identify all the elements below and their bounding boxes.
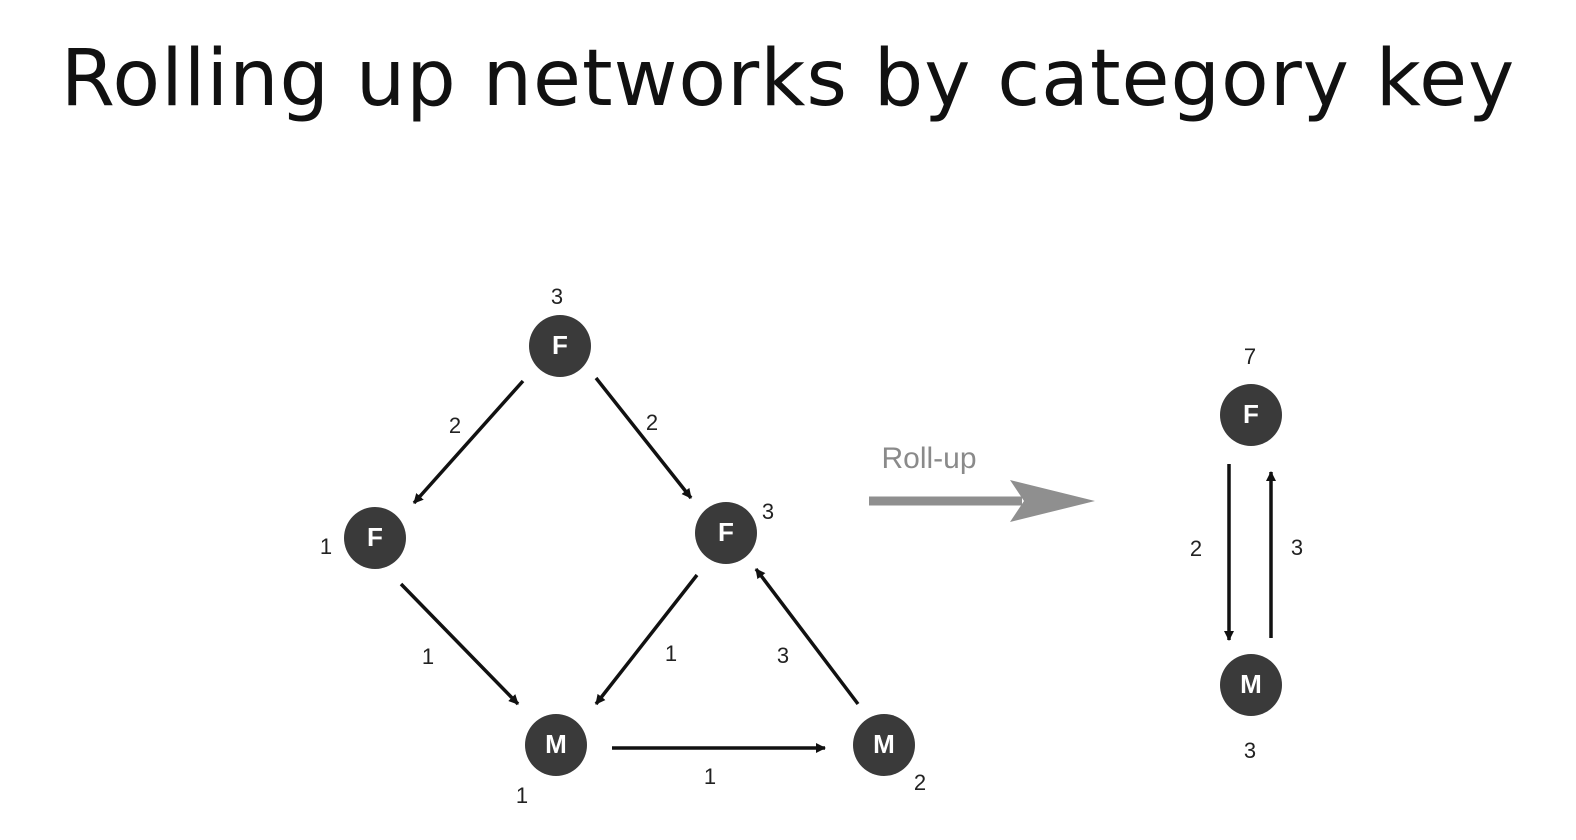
node-circle [525,714,587,776]
node-category-label: M [873,729,895,759]
node-category-label: M [1240,669,1262,699]
original-edge-weight-label: 2 [646,410,658,435]
node-circle [695,502,757,564]
node-weight-label: 1 [320,534,332,559]
original-edge-m-right-to-f-right [754,567,860,706]
node-weight-label: 3 [1244,738,1256,763]
original-edge-f-right-to-m-left [594,573,699,706]
node-weight-label: 3 [551,284,563,309]
rollup-arrow-group: Roll-up [869,442,1095,522]
rolled-up-edge-weight-label: 3 [1291,535,1303,560]
node-weight-label: 7 [1244,344,1256,369]
original-node-f-top: F3 [529,284,591,377]
node-category-label: F [718,517,734,547]
original-node-f-left: F1 [320,507,406,569]
node-weight-label: 1 [516,783,528,808]
node-category-label: F [367,522,383,552]
node-weight-label: 3 [762,499,774,524]
node-category-label: M [545,729,567,759]
original-edge-weight-label: 1 [665,641,677,666]
original-edge-f-top-to-f-right [594,376,693,500]
rollup-arrow-head-icon [1010,480,1095,522]
original-edge-weight-label: 2 [449,413,461,438]
edges-layer: 2 2 1 1 3 1 2 3 [399,376,1303,789]
node-weight-label: 2 [914,770,926,795]
rolled-up-node-f: F7 [1220,344,1282,446]
slide-title: Rolling up networks by category key [60,34,1516,124]
node-circle [1220,654,1282,716]
original-node-m-left: M1 [516,714,587,808]
node-category-label: F [552,330,568,360]
node-circle [344,507,406,569]
original-node-f-right: F3 [695,499,774,564]
original-edge-weight-label: 1 [422,644,434,669]
rolled-up-node-m: M3 [1220,654,1282,763]
rolled-up-edge-weight-label: 2 [1190,536,1202,561]
node-circle [1220,384,1282,446]
original-edge-weight-label: 3 [777,643,789,668]
rollup-label: Roll-up [881,442,976,475]
original-node-m-right: M2 [853,714,926,795]
original-edge-weight-label: 1 [704,764,716,789]
original-edge-f-top-to-f-left [412,379,525,505]
node-circle [853,714,915,776]
node-category-label: F [1243,399,1259,429]
node-circle [529,315,591,377]
original-edge-f-left-to-m-left [399,582,520,706]
